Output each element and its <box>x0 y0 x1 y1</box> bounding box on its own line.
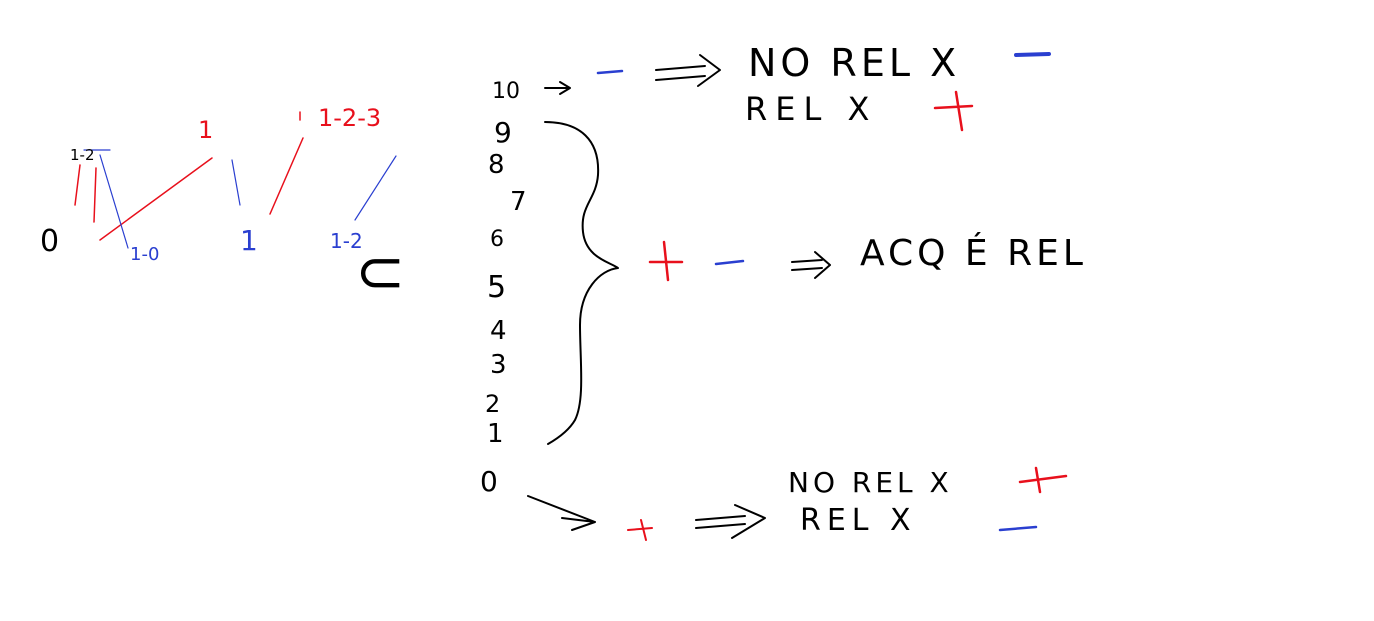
red-stroke <box>74 164 81 206</box>
scale-value-9: 9 <box>494 116 512 149</box>
scale-value-2: 2 <box>485 390 500 418</box>
scale-value-0: 0 <box>480 465 498 498</box>
red-stroke <box>99 157 213 241</box>
scale-column: 10 9 8 7 6 5 4 3 2 1 0 <box>480 79 619 498</box>
implies-arrow-icon <box>695 504 766 539</box>
bottom-line2-text: REL X <box>800 503 917 538</box>
red-stroke <box>269 137 304 215</box>
blue-stroke <box>99 154 129 249</box>
scale-value-1: 1 <box>487 419 504 449</box>
top-branch-sign-stroke <box>596 69 624 75</box>
implies-arrow-icon <box>791 251 831 279</box>
middle-plus-stroke <box>648 240 684 282</box>
curly-brace <box>544 121 619 445</box>
top-line1-text: NO REL X <box>748 41 960 85</box>
middle-minus-stroke <box>714 259 745 266</box>
blue-stroke <box>354 155 397 221</box>
bottom-branch-sign-stroke <box>627 519 653 541</box>
node-0-label: 0 <box>40 224 59 259</box>
scale-value-5: 5 <box>487 270 506 305</box>
top-line1-sign-stroke <box>1014 52 1051 57</box>
node-1-label: 1 <box>240 224 258 257</box>
left-sketch <box>74 111 397 249</box>
middle-branch: + - ACQ É REL <box>648 232 1087 282</box>
arrow-icon <box>527 495 596 531</box>
top-line2-sign: + <box>940 113 941 116</box>
red-stroke <box>93 167 97 223</box>
label-red-1-2-3: 1-2-3 <box>318 104 381 132</box>
bottom-line1-sign-stroke <box>1018 466 1068 494</box>
middle-text: ACQ É REL <box>860 232 1087 274</box>
scale-value-3: 3 <box>490 350 507 380</box>
scale-value-6: 6 <box>490 227 504 252</box>
arrow-icon <box>544 81 571 95</box>
top-branch-sign: - <box>600 79 601 81</box>
label-red-1: 1 <box>198 116 213 144</box>
implies-arrow-icon <box>655 54 721 87</box>
scale-value-8: 8 <box>488 150 505 180</box>
bottom-branch: + NO REL X + REL X - <box>527 466 1068 541</box>
blue-stroke <box>231 159 241 206</box>
bottom-line2-sign-stroke <box>998 525 1038 532</box>
middle-plus-sign: + <box>652 263 653 266</box>
top-branch: - NO REL X - REL X + <box>544 41 1051 132</box>
node-1-2-label: 1-2 <box>330 229 363 253</box>
scale-value-7: 7 <box>510 187 527 217</box>
top-line2-text: REL X <box>745 90 877 128</box>
top-line2-sign-stroke <box>933 90 974 132</box>
label-1-2-black: 1-2 <box>70 146 95 164</box>
node-1-0-label: 1-0 <box>130 244 159 265</box>
top-line1-sign: - <box>1012 61 1013 63</box>
scale-value-4: 4 <box>490 316 507 346</box>
bracket-shape: ⊂ <box>355 237 405 307</box>
left-sketch-labels: 1-2 1 1-2-3 0 1-0 1 1-2 ⊂ <box>40 104 405 307</box>
bottom-line1-text: NO REL X <box>788 466 953 499</box>
scale-value-10: 10 <box>492 79 520 104</box>
